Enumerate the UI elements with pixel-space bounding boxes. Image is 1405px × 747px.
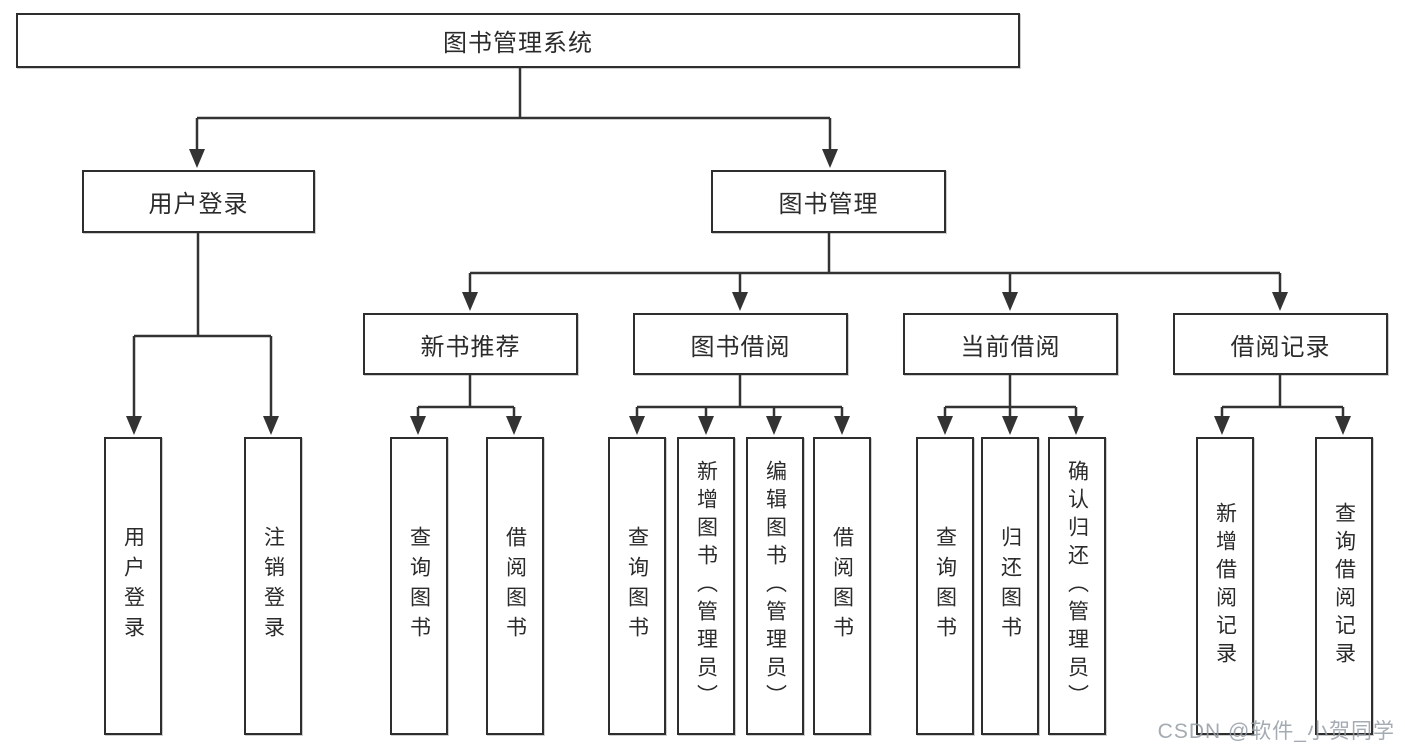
connector-user-login-children — [126, 233, 279, 435]
node-book-borrow: 图书借阅 — [633, 313, 848, 375]
connector-book-borrow-children — [629, 375, 850, 435]
leaf-label: 确认归还（管理员） — [1065, 460, 1089, 712]
node-label: 新书推荐 — [420, 333, 521, 361]
leaf-label: 借阅图书 — [830, 526, 854, 646]
leaf-label: 查询图书 — [933, 526, 957, 646]
node-book-management: 图书管理 — [711, 170, 946, 233]
leaf-label: 查询图书 — [625, 526, 649, 646]
leaf-query-book-current: 查询图书 — [916, 437, 974, 735]
leaf-add-borrow-record: 新增借阅记录 — [1196, 437, 1254, 735]
leaf-logout: 注销登录 — [244, 437, 302, 735]
node-current-borrow: 当前借阅 — [903, 313, 1118, 375]
node-label: 借阅记录 — [1230, 333, 1331, 361]
leaf-label: 归还图书 — [998, 526, 1022, 646]
connector-root-to-level2 — [189, 68, 838, 168]
node-new-book-recommend: 新书推荐 — [363, 313, 578, 375]
node-label: 图书借阅 — [690, 333, 791, 361]
csdn-watermark: CSDN @软件_小贺同学 — [1157, 720, 1395, 743]
connector-borrow-record-children — [1214, 375, 1351, 435]
leaf-label: 用户登录 — [121, 526, 145, 646]
node-user-login: 用户登录 — [82, 170, 315, 233]
node-label: 当前借阅 — [960, 333, 1061, 361]
leaf-query-book-borrow: 查询图书 — [608, 437, 666, 735]
leaf-add-book-admin: 新增图书（管理员） — [677, 437, 735, 735]
leaf-label: 编辑图书（管理员） — [763, 460, 787, 712]
connector-current-borrow-children — [937, 375, 1084, 435]
node-borrow-record: 借阅记录 — [1173, 313, 1388, 375]
leaf-edit-book-admin: 编辑图书（管理员） — [746, 437, 804, 735]
leaf-borrow-book-recommend: 借阅图书 — [486, 437, 544, 735]
node-library-management-system: 图书管理系统 — [16, 13, 1020, 68]
leaf-label: 借阅图书 — [503, 526, 527, 646]
connector-new-book-children — [410, 375, 522, 435]
leaf-query-book-recommend: 查询图书 — [390, 437, 448, 735]
leaf-user-login: 用户登录 — [104, 437, 162, 735]
leaf-label: 新增借阅记录 — [1213, 502, 1237, 670]
node-label: 图书管理系统 — [443, 30, 593, 57]
leaf-borrow-book: 借阅图书 — [813, 437, 871, 735]
leaf-confirm-return-admin: 确认归还（管理员） — [1048, 437, 1106, 735]
connector-book-management-children — [462, 233, 1288, 311]
leaf-return-book: 归还图书 — [981, 437, 1039, 735]
leaf-label: 查询图书 — [407, 526, 431, 646]
leaf-label: 查询借阅记录 — [1332, 502, 1356, 670]
node-label: 用户登录 — [148, 191, 249, 218]
leaf-label: 注销登录 — [261, 526, 285, 646]
leaf-query-borrow-record: 查询借阅记录 — [1315, 437, 1373, 735]
leaf-label: 新增图书（管理员） — [694, 460, 718, 712]
node-label: 图书管理 — [778, 191, 879, 218]
